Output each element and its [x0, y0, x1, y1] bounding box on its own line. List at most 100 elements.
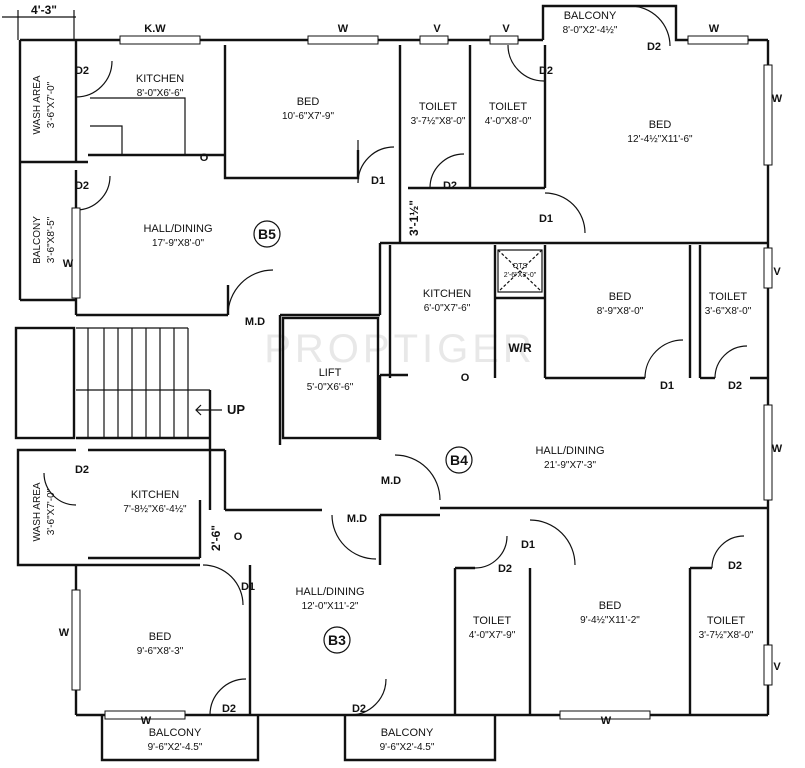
vent-label: V: [773, 266, 781, 278]
door2-label: D2: [352, 703, 366, 715]
b3-wash-area-size: 3'-6"X7'-0": [46, 488, 57, 535]
top-dimension: 4'-3": [2, 3, 76, 40]
b4-hall-size: 21'-9"X7'-3": [544, 460, 597, 471]
b4-toilet-mid-size: 3'-6"X8'-0": [705, 306, 752, 317]
unit-b4-label: B4: [450, 452, 468, 468]
b4-hall-name: HALL/DINING: [535, 445, 604, 457]
b3-kitchen-size: 7'-8½"X6'-4½": [123, 504, 187, 515]
b3-bed-left-name: BED: [149, 631, 172, 643]
door1-label: D1: [241, 581, 255, 593]
b5-hall-name: HALL/DINING: [143, 223, 212, 235]
window-label: W: [63, 258, 74, 270]
door2-label: D2: [222, 703, 236, 715]
door2-label: D2: [728, 380, 742, 392]
unit-b4-marker: [445, 446, 473, 474]
b4-bed-top-size: 12'-4½"X11'-6": [627, 134, 693, 145]
wardrobe-label: W/R: [508, 341, 532, 355]
door1-label: D1: [521, 539, 535, 551]
b5-balcony-size: 3'-6"X8'-5": [46, 216, 57, 263]
door1-label: D1: [539, 213, 553, 225]
unit-b5-label: B5: [258, 226, 276, 242]
door2-label: D2: [647, 41, 661, 53]
window-label: W: [338, 23, 349, 35]
unit-b3-marker: [323, 626, 351, 654]
b3-bed-right-size: 9'-4½"X11'-2": [580, 615, 640, 626]
b3-bed-left-size: 9'-6"X8'-3": [137, 646, 184, 657]
door2-label: D2: [728, 560, 742, 572]
main-door-label: M.D: [381, 475, 401, 487]
window-label: W: [601, 715, 612, 727]
main-door-label: M.D: [347, 513, 367, 525]
b4-toilet-top-size: 4'-0"X8'-0": [485, 116, 532, 127]
b5-bed-name: BED: [297, 96, 320, 108]
b3-toilet-right-size: 3'-7½"X8'-0": [699, 630, 754, 641]
b3-hall-name: HALL/DINING: [295, 586, 364, 598]
b3-wash-area-name: WASH AREA: [32, 482, 43, 541]
b3-toilet-mid-size: 4'-0"X7'-9": [469, 630, 516, 641]
opening-label: O: [234, 531, 243, 543]
b3-balcony-right-name: BALCONY: [381, 727, 434, 739]
main-door-label: M.D: [245, 316, 265, 328]
opening-label: O: [200, 152, 209, 164]
window-label: W: [141, 715, 152, 727]
lift-name: LIFT: [319, 367, 342, 379]
stairs-up-label: UP: [227, 402, 245, 417]
windows: [71, 35, 773, 720]
staircase: [76, 327, 222, 438]
lift-size: 5'-0"X6'-6": [307, 382, 354, 393]
kitchen-window-label: K.W: [144, 23, 166, 35]
b5-toilet-name: TOILET: [419, 101, 458, 113]
door2-label: D2: [498, 563, 512, 575]
door2-label: D2: [75, 464, 89, 476]
b5-hall-size: 17'-9"X8'-0": [152, 238, 205, 249]
b4-top-balcony-name: BALCONY: [564, 10, 617, 22]
vent-label: V: [433, 23, 441, 35]
window-label: W: [59, 627, 70, 639]
b4-top-balcony-size: 8'-0"X2'-4½": [563, 25, 618, 36]
b3-kitchen-name: KITCHEN: [131, 489, 179, 501]
door2-label: D2: [539, 65, 553, 77]
b3-balcony-left-size: 9'-6"X2'-4.5": [148, 742, 203, 753]
door-swings: [43, 5, 748, 716]
b4-toilet-mid-name: TOILET: [709, 291, 748, 303]
b4-bed-mid-name: BED: [609, 291, 632, 303]
b4-bed-mid-size: 8'-9"X8'-0": [597, 306, 644, 317]
door1-label: D1: [371, 175, 385, 187]
b3-toilet-right-name: TOILET: [707, 615, 746, 627]
b3-kitchen-dimension: 2'-6": [209, 525, 223, 551]
b3-balcony-right-size: 9'-6"X2'-4.5": [380, 742, 435, 753]
corridor-dimension: 3'-1½": [407, 200, 421, 236]
door2-label: D2: [443, 180, 457, 192]
door1-label: D1: [660, 380, 674, 392]
b4-kitchen-size: 6'-0"X7'-6": [424, 303, 471, 314]
ots-size: 2'-6"X3'-0": [504, 272, 537, 279]
opening-label: O: [461, 372, 470, 384]
b3-hall-size: 12'-0"X11'-2": [302, 601, 359, 612]
ots-label: OTS: [513, 263, 528, 270]
door2-label: D2: [75, 180, 89, 192]
b5-kitchen-size: 8'-0"X6'-6": [137, 88, 184, 99]
b5-bed-size: 10'-6"X7'-9": [282, 111, 335, 122]
b5-wash-area-name: WASH AREA: [32, 75, 43, 134]
top-dimension-label: 4'-3": [31, 3, 57, 17]
unit-b5-marker: [253, 220, 281, 248]
window-label: W: [772, 93, 783, 105]
b4-toilet-top-name: TOILET: [489, 101, 528, 113]
vent-label: V: [502, 23, 510, 35]
window-label: W: [709, 23, 720, 35]
b5-balcony-name: BALCONY: [32, 216, 43, 264]
b3-balcony-left-name: BALCONY: [149, 727, 202, 739]
b5-kitchen-name: KITCHEN: [136, 73, 184, 85]
b4-bed-top-name: BED: [649, 119, 672, 131]
b3-toilet-mid-name: TOILET: [473, 615, 512, 627]
b4-kitchen-name: KITCHEN: [423, 288, 471, 300]
watermark: PROPTIGER: [264, 327, 536, 371]
vent-label: V: [773, 661, 781, 673]
b5-kitchen-counter: [90, 97, 186, 156]
ots-shaft: [497, 249, 543, 293]
b3-bed-right-name: BED: [599, 600, 622, 612]
b5-wash-area-size: 3'-6"X7'-0": [46, 81, 57, 128]
door2-label: D2: [75, 65, 89, 77]
window-label: W: [772, 443, 783, 455]
